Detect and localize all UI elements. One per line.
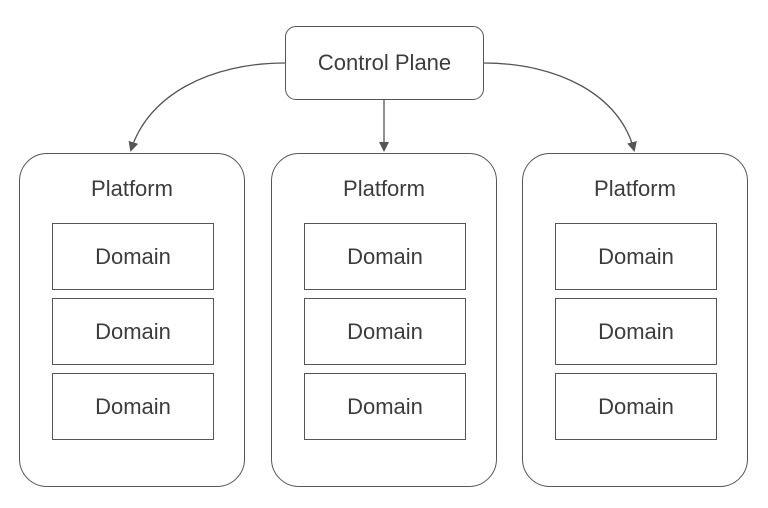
platform-node-3: Platform Domain Domain Domain bbox=[522, 153, 748, 487]
domain-label: Domain bbox=[95, 318, 171, 344]
domain-label: Domain bbox=[347, 318, 423, 344]
platform-node-2: Platform Domain Domain Domain bbox=[271, 153, 497, 487]
control-plane-label: Control Plane bbox=[317, 50, 452, 75]
domain-label: Domain bbox=[598, 318, 674, 344]
edge-control-plane-to-platform-1 bbox=[128, 62, 286, 152]
domain-node: Domain bbox=[52, 373, 214, 440]
edge-control-plane-to-platform-3 bbox=[483, 62, 637, 152]
platform-title: Platform bbox=[91, 176, 173, 201]
domain-label: Domain bbox=[598, 393, 674, 419]
domain-node: Domain bbox=[555, 298, 717, 365]
domain-label: Domain bbox=[347, 243, 423, 269]
platform-title: Platform bbox=[594, 176, 676, 201]
domain-node: Domain bbox=[304, 223, 466, 290]
domain-label: Domain bbox=[95, 393, 171, 419]
domain-node: Domain bbox=[555, 373, 717, 440]
domain-node: Domain bbox=[304, 373, 466, 440]
domain-node: Domain bbox=[52, 298, 214, 365]
platform-title: Platform bbox=[343, 176, 425, 201]
domain-node: Domain bbox=[555, 223, 717, 290]
domain-label: Domain bbox=[598, 243, 674, 269]
control-plane-node: Control Plane bbox=[285, 26, 484, 100]
domain-node: Domain bbox=[52, 223, 214, 290]
domain-label: Domain bbox=[95, 243, 171, 269]
domain-node: Domain bbox=[304, 298, 466, 365]
platform-node-1: Platform Domain Domain Domain bbox=[19, 153, 245, 487]
domain-label: Domain bbox=[347, 393, 423, 419]
